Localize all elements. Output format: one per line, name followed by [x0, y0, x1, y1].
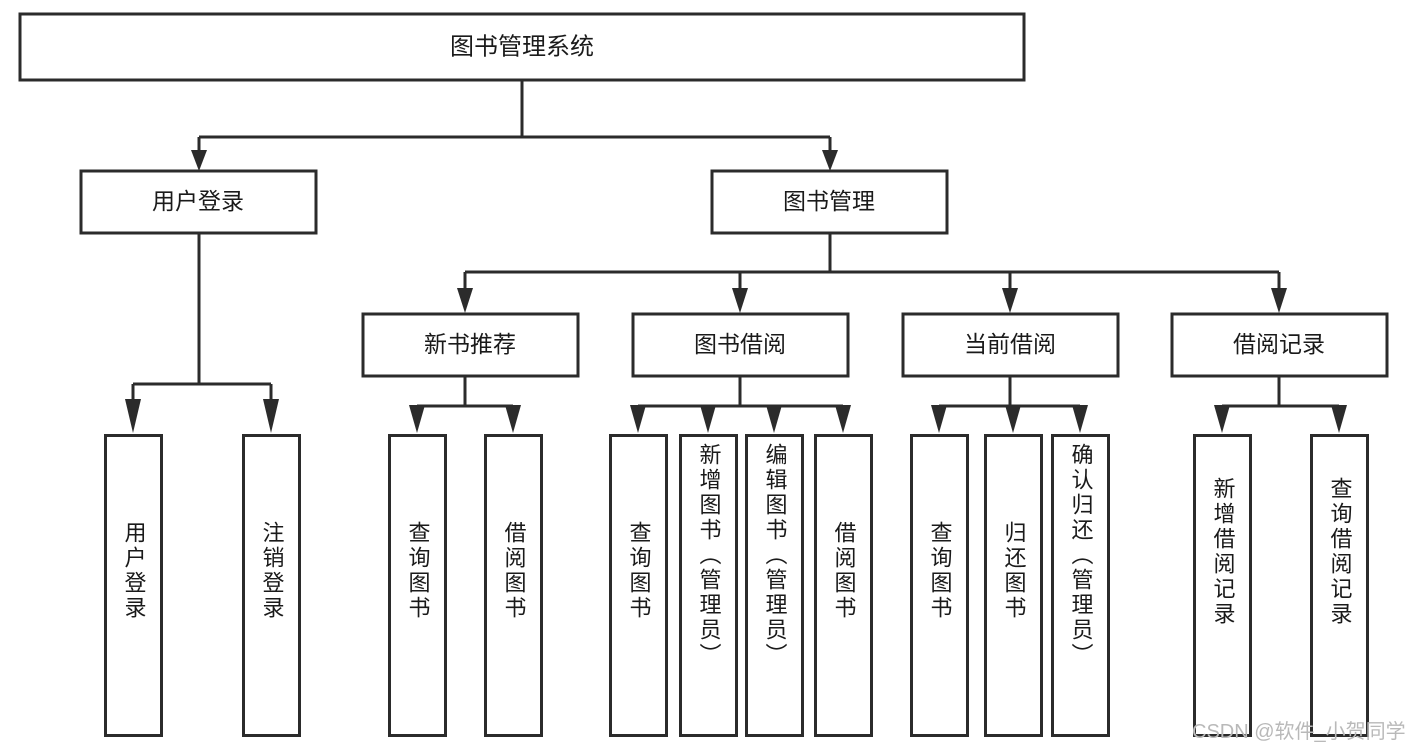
node-leaf-query-book-1[interactable]: 查询图书 — [388, 434, 447, 737]
arrowhead-leaf-query-book-1 — [409, 405, 425, 433]
node-leaf-return-book[interactable]: 归还图书 — [984, 434, 1043, 737]
arrowhead-user-login — [191, 150, 207, 171]
node-leaf-borrow-book-2[interactable]: 借阅图书 — [814, 434, 873, 737]
arrowhead-new-book-rec — [457, 288, 473, 313]
connector-group — [125, 81, 1347, 433]
node-book-manage[interactable]: 图书管理 — [710, 169, 949, 235]
arrowhead-borrow-record — [1271, 288, 1287, 313]
node-user-login-box[interactable] — [79, 169, 318, 235]
node-leaf-user-logout-label: 注销登录 — [259, 521, 285, 621]
arrowhead-leaf-borrow-book-2 — [835, 405, 851, 433]
node-root-label: 图书管理系统 — [450, 33, 594, 60]
arrowhead-leaf-user-login — [125, 399, 141, 433]
arrowhead-book-borrow — [732, 288, 748, 313]
node-leaf-query-book-1-label: 查询图书 — [405, 521, 431, 621]
node-leaf-query-record-label: 查询借阅记录 — [1327, 477, 1353, 627]
node-leaf-borrow-book-1[interactable]: 借阅图书 — [484, 434, 543, 737]
node-borrow-record[interactable]: 借阅记录 — [1170, 312, 1389, 378]
node-leaf-confirm-return-label: 确认归还（管理员） — [1068, 443, 1094, 668]
node-book-manage-label: 图书管理 — [783, 188, 875, 214]
node-user-login-label: 用户登录 — [152, 188, 244, 214]
arrowhead-leaf-query-book-2 — [630, 405, 646, 433]
node-new-book-rec[interactable]: 新书推荐 — [361, 312, 580, 378]
node-leaf-add-book-label: 新增图书（管理员） — [696, 443, 722, 668]
node-borrow-record-box[interactable] — [1170, 312, 1389, 378]
arrowhead-leaf-add-record — [1214, 405, 1230, 433]
arrowhead-leaf-user-logout — [263, 399, 279, 433]
arrowhead-leaf-add-book — [700, 405, 716, 433]
node-leaf-query-record[interactable]: 查询借阅记录 — [1310, 434, 1369, 737]
node-leaf-borrow-book-2-label: 借阅图书 — [831, 521, 857, 621]
node-leaf-edit-book-label: 编辑图书（管理员） — [762, 443, 788, 668]
node-leaf-edit-book[interactable]: 编辑图书（管理员） — [745, 434, 804, 737]
node-leaf-add-record[interactable]: 新增借阅记录 — [1193, 434, 1252, 737]
node-current-borrow[interactable]: 当前借阅 — [901, 312, 1120, 378]
arrowhead-current-borrow — [1002, 288, 1018, 313]
node-leaf-confirm-return[interactable]: 确认归还（管理员） — [1051, 434, 1110, 737]
node-book-manage-box[interactable] — [710, 169, 949, 235]
node-leaf-user-login[interactable]: 用户登录 — [104, 434, 163, 737]
node-current-borrow-box[interactable] — [901, 312, 1120, 378]
arrowhead-leaf-return-book — [1005, 405, 1021, 433]
arrowhead-book-manage — [822, 150, 838, 171]
node-leaf-add-record-label: 新增借阅记录 — [1210, 477, 1236, 627]
node-leaf-user-logout[interactable]: 注销登录 — [242, 434, 301, 737]
arrowhead-leaf-borrow-book-1 — [505, 405, 521, 433]
node-book-borrow-box[interactable] — [631, 312, 850, 378]
node-leaf-query-book-3-label: 查询图书 — [927, 521, 953, 621]
node-leaf-query-book-2[interactable]: 查询图书 — [609, 434, 668, 737]
arrowhead-leaf-confirm-return — [1072, 405, 1088, 433]
node-leaf-query-book-3[interactable]: 查询图书 — [910, 434, 969, 737]
arrowhead-leaf-edit-book — [766, 405, 782, 433]
node-new-book-rec-label: 新书推荐 — [424, 331, 516, 357]
node-book-borrow-label: 图书借阅 — [694, 331, 786, 357]
node-leaf-borrow-book-1-label: 借阅图书 — [501, 521, 527, 621]
arrowhead-leaf-query-book-3 — [931, 405, 947, 433]
node-leaf-user-login-label: 用户登录 — [121, 521, 147, 621]
node-root[interactable]: 图书管理系统 — [18, 12, 1026, 82]
node-new-book-rec-box[interactable] — [361, 312, 580, 378]
node-root-box[interactable] — [18, 12, 1026, 82]
node-borrow-record-label: 借阅记录 — [1233, 331, 1325, 357]
node-leaf-return-book-label: 归还图书 — [1001, 521, 1027, 621]
node-current-borrow-label: 当前借阅 — [964, 331, 1056, 357]
node-user-login[interactable]: 用户登录 — [79, 169, 318, 235]
node-leaf-add-book[interactable]: 新增图书（管理员） — [679, 434, 738, 737]
arrowhead-leaf-query-record — [1331, 405, 1347, 433]
node-leaf-query-book-2-label: 查询图书 — [626, 521, 652, 621]
node-book-borrow[interactable]: 图书借阅 — [631, 312, 850, 378]
